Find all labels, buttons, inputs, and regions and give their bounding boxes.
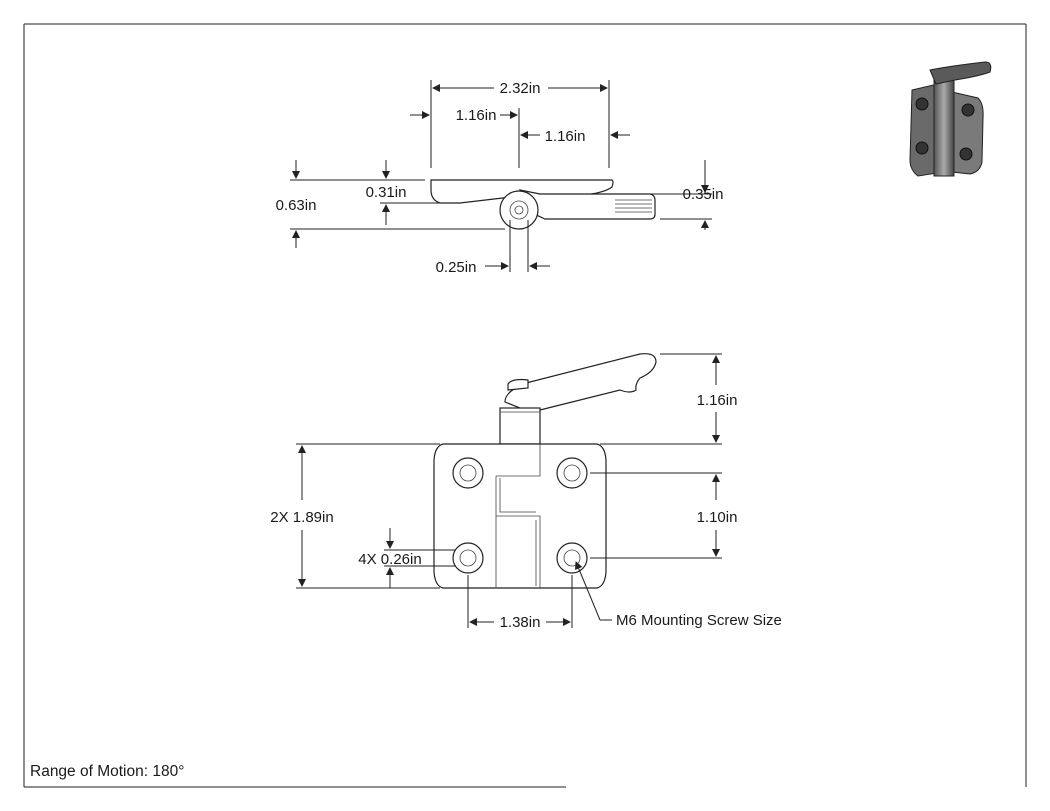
dim-left-half: 1.16in xyxy=(456,107,497,124)
front-view-dimensions xyxy=(296,353,722,628)
dim-pin-diameter: 0.25in xyxy=(436,259,477,276)
front-view xyxy=(433,353,657,589)
range-of-motion-note: Range of Motion: 180° xyxy=(30,763,184,780)
dim-lever-height: 1.16in xyxy=(697,392,738,409)
isometric-preview xyxy=(909,61,992,177)
dim-overall-width: 2.32in xyxy=(500,80,541,97)
top-view xyxy=(430,179,656,230)
dim-leaf-height: 2X 1.89in xyxy=(270,509,333,526)
screw-size-callout: M6 Mounting Screw Size xyxy=(616,612,782,629)
dim-hole-spacing-vertical: 1.10in xyxy=(697,509,738,526)
dim-hole-spacing-horizontal: 1.38in xyxy=(500,614,541,631)
top-view-dimensions xyxy=(290,80,712,272)
dim-lever-thickness: 0.35in xyxy=(683,186,724,203)
sheet-border xyxy=(23,23,1027,788)
dim-leaf-thickness: 0.31in xyxy=(366,184,407,201)
dim-hole-diameter: 4X 0.26in xyxy=(358,551,421,568)
dim-right-half: 1.16in xyxy=(545,128,586,145)
dim-overall-height: 0.63in xyxy=(276,197,317,214)
